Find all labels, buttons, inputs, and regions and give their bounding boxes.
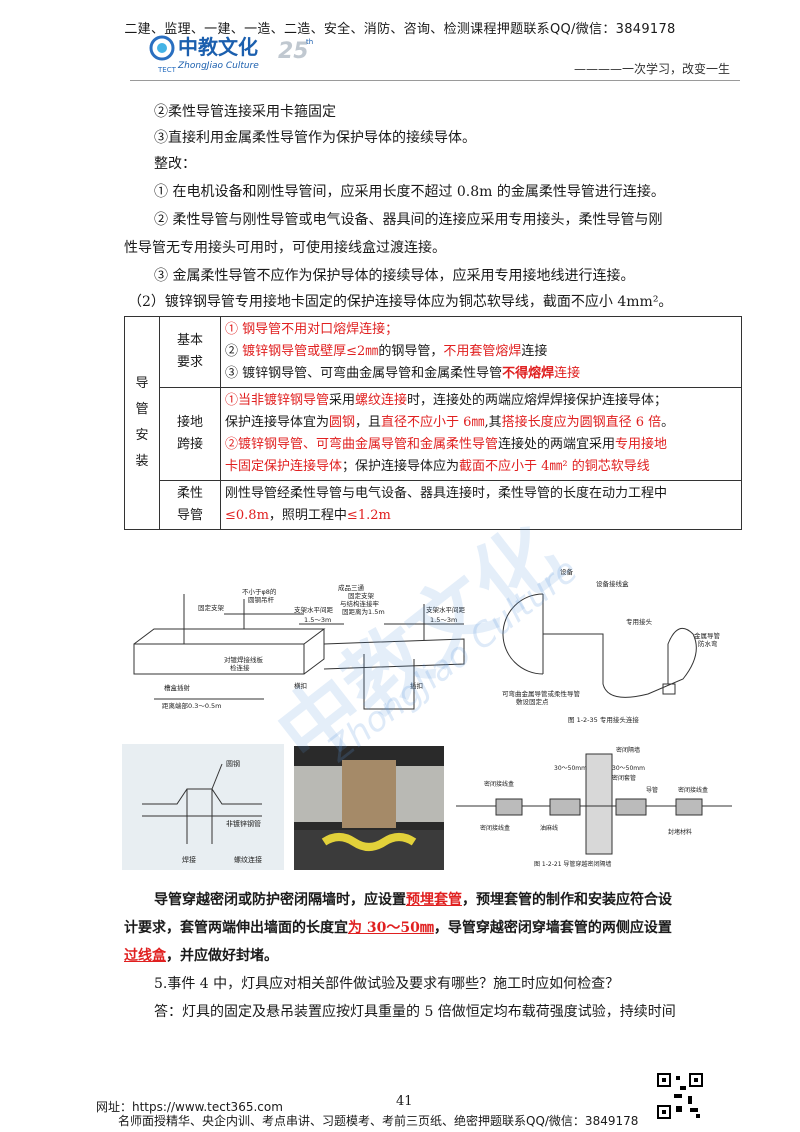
line-6: 性导管无专用接头可用时，可使用接线盒过渡连接。: [124, 240, 446, 256]
line-8: （2）镀锌钢导管专用接地卡固定的保护连接导体应为铜芯软导线，截面不应小 4mm²…: [128, 294, 673, 310]
line-3: 整改：: [154, 156, 196, 172]
svg-text:固定支架: 固定支架: [348, 591, 375, 600]
svg-text:密闭隔墙: 密闭隔墙: [616, 746, 640, 754]
header-contact-text: 二建、监理、一建、一造、二造、安全、消防、咨询、检测课程押题联系QQ/微信：38…: [124, 22, 676, 37]
svg-text:检连接: 检连接: [230, 663, 250, 672]
special-joint-diagram: 设备 设备接线盒 专用接头 金属导管 防水弯 可弯曲金属导管或柔性导管 敷设固定…: [502, 567, 721, 724]
svg-text:封堵材料: 封堵材料: [668, 828, 692, 836]
svg-text:1.5～3m: 1.5～3m: [304, 616, 331, 624]
page-number: 41: [396, 1094, 413, 1109]
svg-text:防水弯: 防水弯: [698, 639, 718, 648]
svg-text:密闭接线盒: 密闭接线盒: [678, 786, 708, 794]
svg-text:支架水平间距: 支架水平间距: [426, 605, 466, 614]
line-4: ① 在电机设备和刚性导管间，应采用长度不超过 0.8m 的金属柔性导管进行连接。: [154, 184, 665, 200]
svg-text:图 1-2-35 专用接头连接: 图 1-2-35 专用接头连接: [568, 715, 639, 724]
svg-text:与结构连接牢: 与结构连接牢: [340, 599, 380, 608]
svg-text:焊接: 焊接: [182, 855, 196, 864]
svg-text:圆钢: 圆钢: [226, 759, 240, 768]
row-flexible-content: 刚性导管经柔性导管与电气设备、器具连接时，柔性导管的长度在动力工程中 ≤0.8m…: [220, 480, 742, 530]
footer-contact: 名师面授精华、央企内训、考点串讲、习题模考、考前三页纸、绝密押题联系QQ/微信：…: [118, 1114, 639, 1128]
pipe-jumper-photo: [294, 746, 444, 870]
group-cell: 导管安装: [124, 316, 160, 530]
svg-text:密闭接线盒: 密闭接线盒: [484, 780, 514, 788]
logo-num: 25: [278, 39, 309, 64]
qr-code-icon: [656, 1072, 704, 1120]
svg-text:横扣: 横扣: [294, 681, 307, 690]
logo-cn: 中教文化: [178, 35, 258, 59]
row-head-flexible: 柔性导管: [159, 480, 221, 530]
svg-text:距离端部0.3～0.5m: 距离端部0.3～0.5m: [162, 701, 222, 710]
header-divider: [130, 80, 740, 81]
svg-text:30～50mm: 30～50mm: [554, 765, 587, 772]
svg-text:敷设固定点: 敷设固定点: [516, 697, 549, 706]
svg-text:设备接线盒: 设备接线盒: [596, 579, 629, 588]
svg-text:不小于φ8的: 不小于φ8的: [242, 587, 277, 596]
row-head-basic: 基本要求: [159, 316, 221, 388]
svg-text:成品三通: 成品三通: [338, 584, 365, 592]
row-grounding-content: ①当非镀锌钢导管采用螺纹连接时，连接处的两端应熔焊焊接保护连接导体； 保护连接导…: [220, 387, 742, 481]
answer-5: 答：灯具的固定及悬吊装置应按灯具重量的 5 倍做恒定均布载荷强度试验，持续时间: [154, 1004, 676, 1020]
brand-logo: TECT 中教文化 ZhongJiao Culture 25 th: [149, 35, 313, 74]
row-head-grounding: 接地跨接: [159, 387, 221, 481]
logo-sup: th: [306, 38, 313, 46]
line-5: ② 柔性导管与刚性导管或电气设备、器具间的连接应采用专用接头，柔性导管与刚: [154, 212, 663, 228]
question-5: 5.事件 4 中，灯具应对相关部件做试验及要求有哪些？施工时应如何检查？: [154, 976, 620, 992]
svg-text:圆钢吊杆: 圆钢吊杆: [248, 595, 275, 604]
svg-text:30～50mm: 30～50mm: [612, 765, 645, 772]
svg-text:设备: 设备: [560, 567, 574, 576]
svg-text:对镀焊接线板: 对镀焊接线板: [224, 655, 264, 664]
svg-text:固距离为1.5m: 固距离为1.5m: [342, 607, 385, 616]
line-7: ③ 金属柔性导管不应作为保护导体的接续导体，应采用专用接地线进行连接。: [154, 268, 635, 284]
svg-text:槽盒插射: 槽盒插射: [164, 683, 191, 692]
round-steel-jumper-diagram: 圆钢 非镀锌钢管 焊接 螺纹连接: [122, 744, 284, 870]
para-9-line-1: 导管穿越密闭或防护密闭隔墙时，应设置预埋套管，预埋套管的制作和安装应符合设: [154, 892, 672, 908]
sealed-wall-diagram: 密闭隔墙 30～50mm 30～50mm 密闭套管 密闭接线盒 导管 密闭接线盒…: [456, 746, 732, 868]
svg-text:图 1-2-21 导管穿越密闭隔墙: 图 1-2-21 导管穿越密闭隔墙: [534, 860, 611, 868]
para-9-line-3: 过线盒，并应做好封堵。: [124, 948, 278, 964]
svg-text:非镀锌钢管: 非镀锌钢管: [226, 819, 261, 828]
svg-text:支架水平间距: 支架水平间距: [294, 605, 334, 614]
line-1: ②柔性导管连接采用卡箍固定: [154, 104, 336, 120]
svg-text:可弯曲金属导管或柔性导管: 可弯曲金属导管或柔性导管: [502, 689, 581, 698]
svg-text:金属导管: 金属导管: [694, 631, 721, 640]
svg-text:1.5～3m: 1.5～3m: [430, 616, 457, 624]
logo-tag: TECT: [157, 66, 177, 74]
para-9-line-2: 计要求，套管两端伸出墙面的长度宜为 30～50㎜，导管穿越密闭穿墙套管的两侧应设…: [124, 920, 672, 936]
svg-text:密闭套管: 密闭套管: [612, 774, 636, 782]
svg-text:插扣: 插扣: [410, 681, 423, 690]
line-2: ③直接利用金属柔性导管作为保护导体的接续导体。: [154, 130, 476, 146]
svg-text:螺纹连接: 螺纹连接: [234, 855, 262, 864]
svg-text:固定支架: 固定支架: [198, 603, 225, 612]
row-basic-content: ① 钢导管不用对口熔焊连接； ② 镀锌钢导管或壁厚≤2㎜的钢导管，不用套管熔焊连…: [220, 316, 742, 388]
requirements-table: 导管安装 基本要求 ① 钢导管不用对口熔焊连接； ② 镀锌钢导管或壁厚≤2㎜的钢…: [124, 316, 742, 530]
cable-tray-diagram: 不小于φ8的 圆钢吊杆 固定支架 成品三通 固定支架 与结构连接牢 固距离为1.…: [133, 584, 466, 710]
svg-text:密闭接线盒: 密闭接线盒: [480, 824, 510, 832]
footer-url[interactable]: 网址：https://www.tect365.com: [96, 1100, 283, 1114]
svg-text:专用接头: 专用接头: [626, 617, 653, 626]
slogan: ————一次学习，改变一生: [573, 62, 730, 76]
logo-en: ZhongJiao Culture: [177, 61, 259, 71]
svg-text:油麻线: 油麻线: [540, 824, 558, 832]
svg-text:导管: 导管: [646, 786, 658, 794]
